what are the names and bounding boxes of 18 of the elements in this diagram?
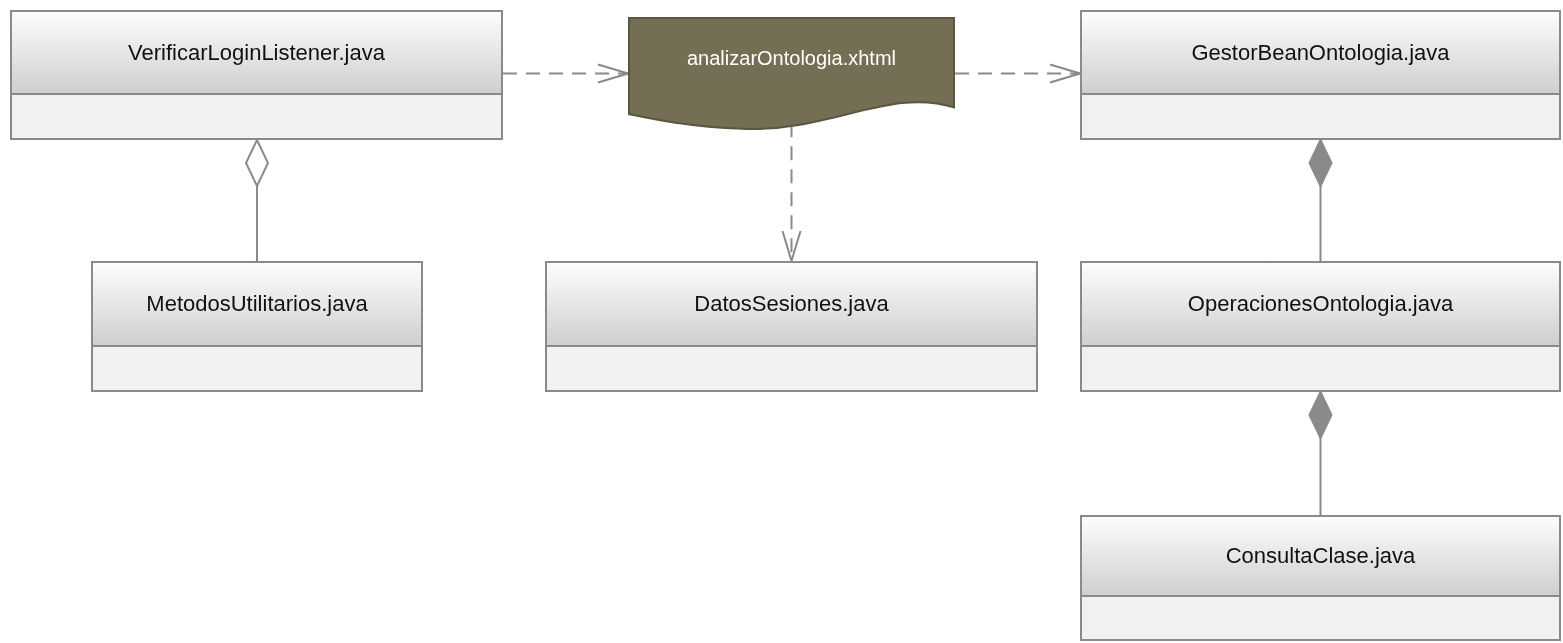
class-name: VerificarLoginListener.java (128, 39, 385, 66)
class-name: ConsultaClase.java (1225, 543, 1416, 569)
composition-line (1308, 139, 1333, 262)
class-name: OperacionesOntologia.java (1187, 291, 1454, 317)
aggregation-line (245, 139, 269, 262)
dependency-arrow (502, 63, 629, 84)
class-name: GestorBeanOntologia.java (1191, 39, 1450, 66)
dependency-arrow (954, 63, 1081, 84)
file-name: analizarOntologia.xhtml (686, 47, 897, 70)
class-box (1080, 10, 1561, 140)
class-box (545, 261, 1038, 392)
class-box (1080, 515, 1561, 641)
class-box (10, 10, 503, 140)
composition-line (1308, 391, 1333, 516)
class-box (91, 261, 423, 392)
class-box (1080, 261, 1561, 392)
class-name: MetodosUtilitarios.java (146, 291, 368, 317)
class-name: DatosSesiones.java (694, 291, 889, 317)
